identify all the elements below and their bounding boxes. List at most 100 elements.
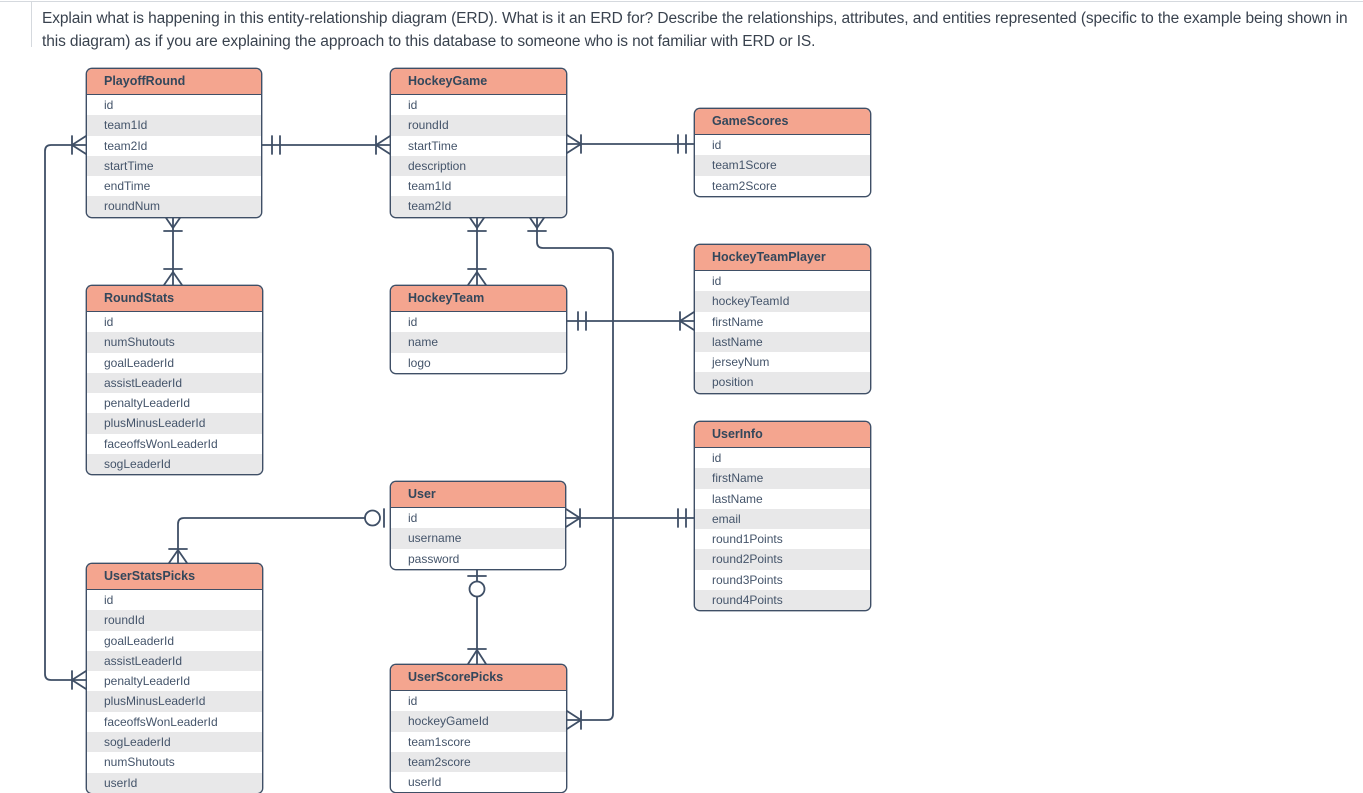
one-or-many-marker	[527, 214, 547, 232]
entity-field: id	[87, 590, 262, 611]
rel-playoffround-roundstats	[163, 214, 183, 286]
entity-field: id	[87, 312, 262, 333]
entity-field: roundId	[87, 610, 262, 631]
one-and-only-one-marker	[577, 311, 587, 331]
entity-title: HockeyTeamPlayer	[695, 245, 870, 271]
entity-field: firstName	[695, 468, 870, 489]
rel-user-userstatspicks	[168, 508, 385, 564]
entity-field: round3Points	[695, 569, 870, 591]
entity-field: email	[695, 508, 870, 530]
entity-field: jerseyNum	[695, 352, 870, 373]
entity-field: password	[391, 548, 565, 569]
rel-user-userinfo	[565, 508, 695, 528]
entity-field: firstName	[695, 311, 870, 332]
entity-field: userId	[87, 772, 262, 793]
entity-field: hockeyTeamId	[695, 291, 870, 312]
entity-field: team2Id	[391, 196, 566, 217]
entity-field: numShutouts	[87, 752, 262, 773]
entity-field: username	[391, 528, 565, 549]
entity-field: sogLeaderId	[87, 454, 262, 475]
entity-field: goalLeaderId	[87, 630, 262, 651]
rel-hockeygame-hockeyteam	[467, 214, 487, 286]
one-or-many-marker	[168, 548, 188, 564]
entity-title: User	[391, 482, 565, 508]
entity-title: HockeyGame	[391, 69, 566, 95]
entity-field: id	[87, 95, 261, 116]
entity-field: plusMinusLeaderId	[87, 413, 262, 434]
entity-field: logo	[391, 352, 566, 373]
one-and-only-one-marker	[677, 134, 687, 154]
entity-field: sogLeaderId	[87, 732, 262, 753]
one-or-many-marker	[467, 214, 487, 232]
entity-field: id	[391, 95, 566, 116]
rel-hockeyteam-hockeyteamplayer	[566, 311, 695, 331]
one-or-many-marker	[565, 508, 581, 528]
entity-title: RoundStats	[87, 286, 262, 312]
entity-field: startTime	[391, 135, 566, 156]
zero-or-one-marker	[364, 509, 381, 527]
one-or-many-marker	[566, 710, 582, 730]
entity-field: startTime	[87, 155, 261, 177]
one-or-many-marker	[71, 670, 87, 690]
entity-field: lastName	[695, 331, 870, 353]
one-or-many-marker	[467, 268, 487, 286]
entity-field: penaltyLeaderId	[87, 393, 262, 414]
entity-field: name	[391, 332, 566, 353]
entity-field: hockeyGameId	[391, 711, 566, 732]
one-or-many-marker	[163, 214, 183, 232]
entity-title: UserInfo	[695, 422, 870, 448]
entity-field: faceoffsWonLeaderId	[87, 433, 262, 455]
entity-field: id	[391, 691, 566, 712]
entity-field: goalLeaderId	[87, 352, 262, 373]
entity-field: team2score	[391, 751, 566, 773]
entity-field: plusMinusLeaderId	[87, 691, 262, 712]
entity-field: round1Points	[695, 529, 870, 550]
one-or-many-marker	[566, 134, 582, 154]
entity-field: faceoffsWonLeaderId	[87, 711, 262, 733]
rel-playoffround-userstatspicks	[44, 135, 87, 690]
page-top-border	[0, 1, 1363, 2]
entity-field: team2Score	[695, 175, 870, 196]
one-and-only-one-marker	[677, 508, 687, 528]
entity-field: team1Score	[695, 155, 870, 176]
entity-field: description	[391, 155, 566, 177]
entity-field: team2Id	[87, 135, 261, 156]
rel-hockeygame-gamescores	[566, 134, 695, 154]
question-box: Explain what is happening in this entity…	[42, 7, 1350, 53]
entity-title: UserScorePicks	[391, 665, 566, 691]
entity-title: UserStatsPicks	[87, 564, 262, 590]
one-or-many-marker	[679, 311, 695, 331]
entity-field: team1Id	[391, 176, 566, 197]
rel-user-userscorepicks	[467, 567, 487, 665]
one-or-many-marker	[375, 135, 391, 155]
entity-field: numShutouts	[87, 332, 262, 353]
entity-field: id	[695, 135, 870, 156]
entity-title: GameScores	[695, 109, 870, 135]
entity-field: roundId	[391, 115, 566, 136]
one-or-many-marker	[71, 135, 87, 155]
entity-title: PlayoffRound	[87, 69, 261, 95]
entity-field: id	[391, 312, 566, 333]
entity-field: endTime	[87, 176, 261, 197]
entity-field: userId	[391, 772, 566, 793]
zero-or-one-marker	[468, 580, 486, 598]
one-or-many-marker	[163, 268, 183, 286]
rel-playoffround-hockeygame	[261, 135, 391, 155]
entity-title: HockeyTeam	[391, 286, 566, 312]
entity-field: round2Points	[695, 549, 870, 570]
entity-field: lastName	[695, 488, 870, 509]
entity-field: roundNum	[87, 196, 261, 217]
entity-field: team1Id	[87, 115, 261, 136]
entity-field: id	[695, 448, 870, 469]
